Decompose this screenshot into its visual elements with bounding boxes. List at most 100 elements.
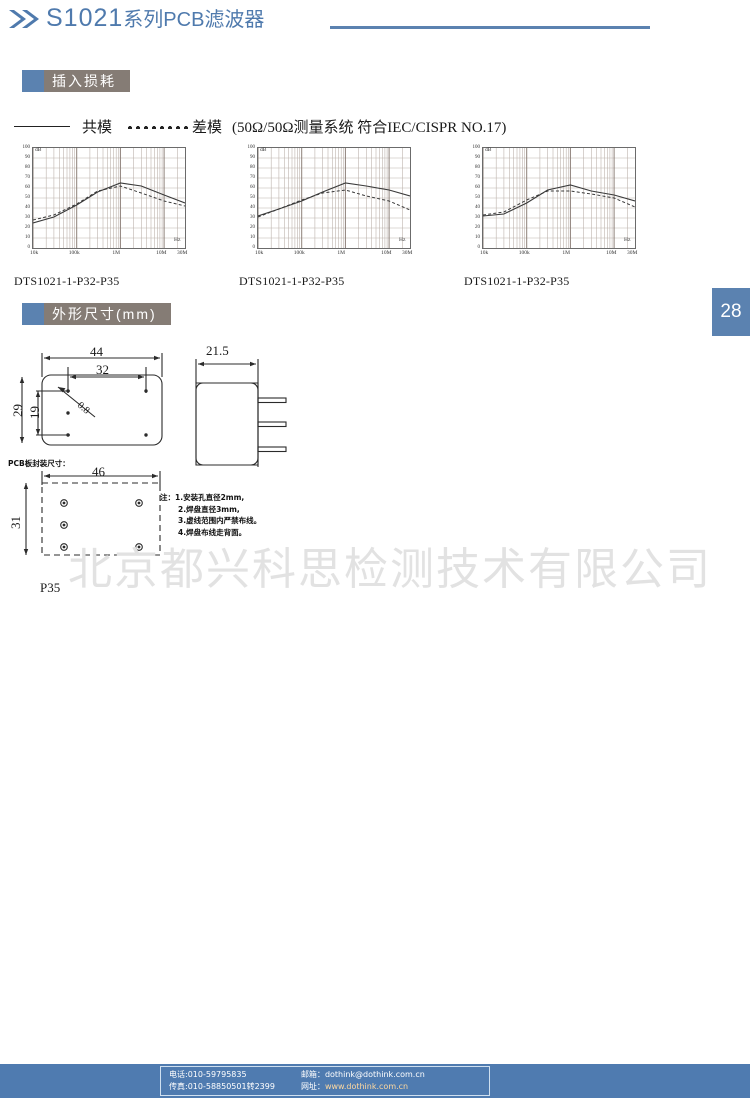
footer-fax: 传真:010-58850501转2399 [169, 1082, 275, 1091]
x-tick-label: 1M [562, 250, 571, 256]
footer-web-label: 网址： [300, 1082, 325, 1091]
section-accent-block [22, 70, 44, 92]
header-rule [330, 26, 650, 29]
page-footer [0, 1064, 750, 1098]
chart-x-axis-label: Hz [624, 237, 631, 243]
y-tick-label: 90 [25, 154, 30, 160]
chart-y-axis-label: dB [485, 147, 492, 153]
y-tick-label: 0 [477, 244, 481, 250]
chart-caption: DTS1021-1-P32-P35 [239, 274, 345, 288]
x-tick-label: 10M [381, 250, 392, 256]
y-tick-label: 10 [25, 234, 30, 240]
footer-phone-column: 电话:010-59795835 传真:010-58850501转2399 [169, 1069, 275, 1093]
note-line: 注：1.安装孔直径2mm, [160, 493, 245, 502]
y-tick-label: 100 [247, 144, 256, 150]
x-tick-label: 30M [627, 250, 638, 256]
y-tick-label: 30 [25, 214, 30, 220]
chart-legend: 共模 差模 (50Ω/50Ω测量系统 符合IEC/CISPR NO.17) [14, 116, 506, 137]
y-tick-label: 20 [475, 224, 480, 230]
y-tick-label: 0 [27, 244, 31, 250]
section-title-insertion-loss: 插入损耗 [52, 73, 116, 89]
y-tick-label: 70 [250, 174, 255, 180]
x-tick-label: 10k [480, 250, 489, 256]
section-label-box: 插入损耗 [44, 70, 130, 92]
section-header-dimensions: 外形尺寸(mm) [22, 303, 171, 325]
y-tick-label: 90 [250, 154, 255, 160]
legend-label-differential-mode: 差模 [192, 120, 223, 136]
dimension-pcb-height: 31 [8, 516, 23, 529]
footer-online-column: 邮箱：dothink@dothink.com.cn 网址：www.dothink… [301, 1069, 425, 1093]
chart-y-axis-label: dB [260, 147, 267, 153]
page-title-model: S1021 [46, 4, 124, 32]
page-header: S1021系列PCB滤波器 [0, 0, 750, 46]
drawing-notes: 注：1.安装孔直径2mm, 2.焊盘直径3mm, 3.虚线范围内严禁布线。 4.… [160, 492, 261, 538]
x-tick-label: 10k [30, 250, 39, 256]
x-tick-label: 100k [518, 250, 530, 256]
y-tick-label: 20 [25, 224, 30, 230]
y-tick-label: 90 [475, 154, 480, 160]
dimension-height: 29 [10, 404, 25, 417]
section-header-insertion-loss: 插入损耗 [22, 70, 130, 92]
footer-email: dothink@dothink.com.cn [324, 1070, 425, 1079]
y-tick-label: 100 [472, 144, 481, 150]
y-tick-label: 60 [25, 184, 30, 190]
x-tick-label: 10M [606, 250, 617, 256]
chart-y-axis-label: dB [35, 147, 42, 153]
chart-plot-area [32, 147, 186, 249]
y-tick-label: 60 [475, 184, 480, 190]
footer-email-label: 邮箱： [300, 1070, 325, 1079]
section-accent-block [22, 303, 44, 325]
x-tick-label: 10k [255, 250, 264, 256]
page-number-tab: 28 [712, 288, 750, 336]
note-line: 4.焊盘布线走背面。 [178, 527, 247, 537]
y-tick-label: 10 [250, 234, 255, 240]
footer-email-row: 邮箱：dothink@dothink.com.cn [301, 1069, 425, 1081]
x-tick-label: 1M [337, 250, 346, 256]
footer-website-link[interactable]: www.dothink.com.cn [324, 1082, 409, 1091]
page-number: 28 [720, 301, 742, 322]
footer-phone: 电话:010-59795835 [169, 1070, 247, 1079]
legend-solid-line-icon [14, 126, 70, 127]
y-tick-label: 80 [250, 164, 255, 170]
y-tick-label: 50 [25, 194, 30, 200]
legend-label-common-mode: 共模 [82, 120, 113, 136]
dimension-hole-span-y: 19 [27, 406, 42, 419]
part-label-p35: P35 [40, 580, 61, 595]
y-tick-label: 50 [475, 194, 480, 200]
pcb-footprint-label: PCB板封装尺寸： [8, 459, 70, 468]
page-title-cjk: 系列PCB滤波器 [123, 9, 265, 31]
y-tick-label: 30 [250, 214, 255, 220]
x-tick-label: 30M [402, 250, 413, 256]
mechanical-drawing [0, 335, 470, 610]
y-tick-label: 50 [250, 194, 255, 200]
y-tick-label: 30 [475, 214, 480, 220]
chart-plot-area [482, 147, 636, 249]
dimension-pcb-width: 46 [92, 464, 105, 479]
legend-measurement-note: (50Ω/50Ω测量系统 符合IEC/CISPR NO.17) [232, 120, 507, 136]
y-tick-label: 80 [475, 164, 480, 170]
chart-caption: DTS1021-1-P32-P35 [464, 274, 570, 288]
note-line: 2.焊盘直径3mm, [178, 504, 240, 514]
chart-x-axis-label: Hz [399, 237, 406, 243]
y-tick-label: 40 [250, 204, 255, 210]
x-tick-label: 100k [293, 250, 305, 256]
chart-plot-area [257, 147, 411, 249]
dimension-hole-span-x: 32 [96, 362, 109, 377]
page-title: S1021系列PCB滤波器 [46, 3, 264, 33]
y-tick-label: 0 [252, 244, 256, 250]
chart-caption: DTS1021-1-P32-P35 [14, 274, 120, 288]
dimension-side-width: 21.5 [206, 343, 229, 358]
y-tick-label: 100 [22, 144, 31, 150]
y-tick-label: 40 [475, 204, 480, 210]
footer-contact-box: 电话:010-59795835 传真:010-58850501转2399 邮箱：… [160, 1066, 490, 1096]
y-tick-label: 10 [475, 234, 480, 240]
y-tick-label: 20 [250, 224, 255, 230]
y-tick-label: 80 [25, 164, 30, 170]
x-tick-label: 10M [156, 250, 167, 256]
legend-dotted-line-icon [126, 124, 189, 129]
y-tick-label: 60 [250, 184, 255, 190]
watermark: 北京都兴科思检测技术有限公司 [68, 544, 712, 595]
x-tick-label: 100k [68, 250, 80, 256]
x-tick-label: 30M [177, 250, 188, 256]
